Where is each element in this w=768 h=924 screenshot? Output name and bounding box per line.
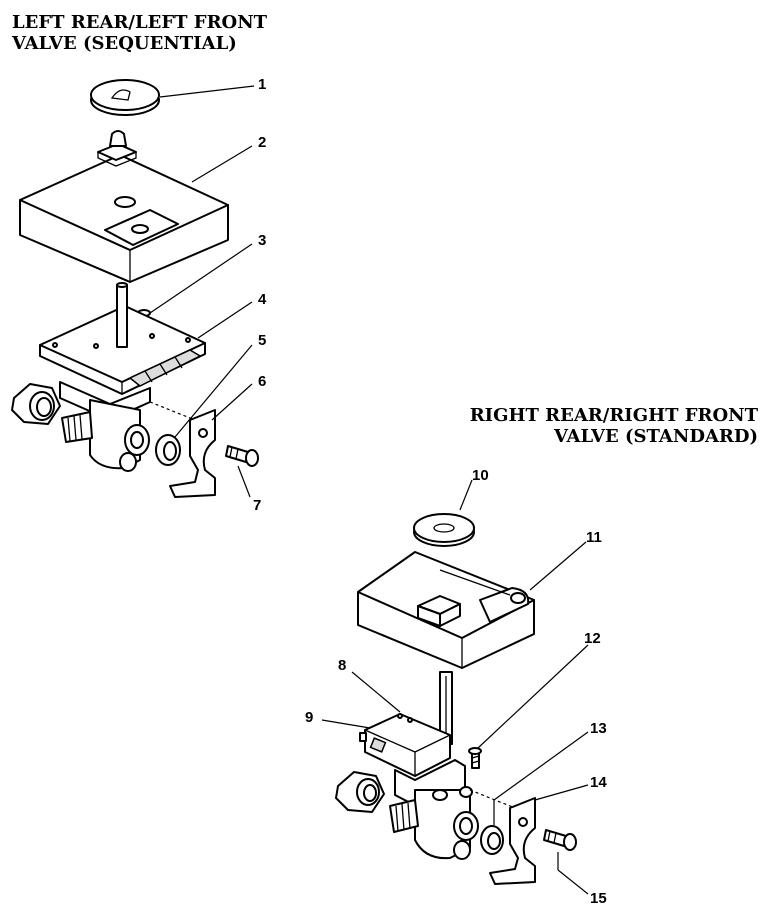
callout-13: 13 bbox=[590, 720, 607, 737]
leader-lines bbox=[149, 85, 589, 895]
part-10-cap bbox=[413, 513, 475, 547]
callout-4: 4 bbox=[258, 291, 267, 308]
callout-5: 5 bbox=[258, 332, 266, 349]
left-title-line1: LEFT REAR/LEFT FRONT bbox=[12, 12, 268, 33]
part-15-screw bbox=[543, 829, 577, 851]
callout-9: 9 bbox=[305, 709, 313, 726]
callout-8: 8 bbox=[338, 657, 346, 674]
left-valve-body bbox=[11, 381, 151, 472]
part-12-screw bbox=[468, 747, 482, 769]
callout-12: 12 bbox=[584, 630, 601, 647]
left-title-line2: VALVE (SEQUENTIAL) bbox=[12, 33, 237, 54]
part-5-o-ring bbox=[155, 434, 181, 466]
callout-1: 1 bbox=[258, 76, 266, 93]
right-valve-body bbox=[335, 771, 479, 860]
part-1-cap bbox=[90, 79, 160, 116]
callout-10: 10 bbox=[472, 467, 489, 484]
part-13-o-ring bbox=[480, 825, 504, 855]
callout-11: 11 bbox=[586, 529, 602, 546]
callout-2: 2 bbox=[258, 134, 266, 151]
callout-14: 14 bbox=[590, 774, 607, 791]
right-title-line1: RIGHT REAR/RIGHT FRONT bbox=[469, 405, 758, 426]
part-14-bracket bbox=[489, 797, 536, 885]
right-valve-title: RIGHT REAR/RIGHT FRONT VALVE (STANDARD) bbox=[470, 405, 758, 447]
part-11-cover bbox=[357, 551, 535, 669]
left-valve-title: LEFT REAR/LEFT FRONT VALVE (SEQUENTIAL) bbox=[12, 12, 267, 54]
callout-7: 7 bbox=[253, 497, 261, 514]
callout-3: 3 bbox=[258, 232, 266, 249]
part-7-screw bbox=[225, 445, 259, 467]
right-title-line2: VALVE (STANDARD) bbox=[553, 426, 758, 447]
part-4-switch-board bbox=[39, 282, 206, 395]
callout-6: 6 bbox=[258, 373, 266, 390]
part-9-micro-switch bbox=[359, 713, 451, 777]
part-2-cover bbox=[19, 130, 229, 283]
part-6-bracket bbox=[169, 409, 216, 498]
callout-15: 15 bbox=[590, 890, 607, 907]
